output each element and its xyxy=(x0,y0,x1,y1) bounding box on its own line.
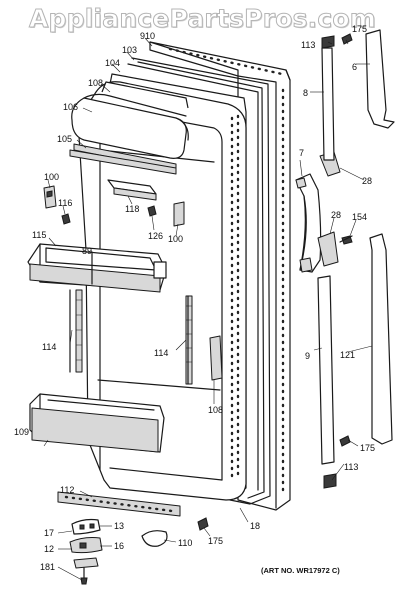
callout-7: 7 xyxy=(299,148,305,158)
callout-18: 18 xyxy=(250,521,261,531)
door-handle xyxy=(295,173,322,273)
callout-118: 118 xyxy=(125,204,140,214)
callout-108-top: 108 xyxy=(88,78,104,88)
callout-110: 110 xyxy=(178,538,193,548)
callout-100-right: 100 xyxy=(168,234,184,244)
callout-112: 112 xyxy=(60,485,75,495)
callout-175-right: 175 xyxy=(360,443,376,453)
callout-104: 104 xyxy=(105,58,121,68)
callout-9: 9 xyxy=(305,351,311,361)
cap-110 xyxy=(141,530,168,547)
callout-12: 12 xyxy=(44,544,55,554)
door-trim-6 xyxy=(365,29,395,129)
handle-trim-8 xyxy=(321,47,335,161)
callout-16: 16 xyxy=(114,541,125,551)
callout-175-top: 175 xyxy=(352,24,368,34)
clip-116 xyxy=(61,213,71,225)
callout-114-left: 114 xyxy=(42,342,57,352)
callout-181: 181 xyxy=(40,562,56,572)
trim-cap-113-bottom xyxy=(323,473,337,489)
callout-8: 8 xyxy=(303,88,309,98)
handle-trim-9 xyxy=(317,275,335,465)
callout-100-left: 100 xyxy=(44,172,60,182)
door-bin-109 xyxy=(29,393,165,453)
callout-6: 6 xyxy=(352,62,358,72)
screw-154 xyxy=(341,235,353,245)
door-trim-121 xyxy=(369,233,393,445)
door-gasket xyxy=(127,57,271,505)
hinge-parts xyxy=(69,518,103,585)
callout-154: 154 xyxy=(352,212,368,222)
callout-113-bottom: 113 xyxy=(344,462,359,472)
callout-17: 17 xyxy=(44,528,55,538)
callout-910: 910 xyxy=(140,31,156,41)
screw-175-top xyxy=(341,33,353,45)
retainer-clip-right xyxy=(173,201,185,227)
callout-115: 115 xyxy=(32,230,47,240)
screw-175-bottom xyxy=(197,517,209,531)
callout-175-bottom: 175 xyxy=(208,536,224,546)
callout-105: 105 xyxy=(57,134,73,144)
callout-108-side: 108 xyxy=(208,405,224,415)
callout-13: 13 xyxy=(114,521,125,531)
callout-103: 103 xyxy=(122,45,138,55)
callout-114-right: 114 xyxy=(154,348,169,358)
retainer-clip-left xyxy=(43,185,57,209)
callout-89: 89 xyxy=(82,246,93,256)
callout-113-top: 113 xyxy=(301,40,316,50)
callout-126: 126 xyxy=(148,231,164,241)
bottom-trim-strip xyxy=(57,491,181,517)
callout-28-upper: 28 xyxy=(362,176,373,186)
screw-175-right xyxy=(339,435,351,447)
callout-109: 109 xyxy=(14,427,30,437)
watermark: AppliancePartsPros.com xyxy=(28,4,377,34)
callout-28-lower: 28 xyxy=(331,210,342,220)
art-number: (ART NO. WR17972 C) xyxy=(261,566,340,575)
callout-121: 121 xyxy=(340,350,356,360)
clip-126 xyxy=(147,205,157,217)
door-bin-115 xyxy=(27,243,167,293)
leader-lines xyxy=(43,37,373,581)
handle-end-cap-lower xyxy=(317,231,339,267)
dairy-door-retainer-bar xyxy=(69,149,177,175)
callout-106: 106 xyxy=(63,102,79,112)
callout-116: 116 xyxy=(58,198,73,208)
